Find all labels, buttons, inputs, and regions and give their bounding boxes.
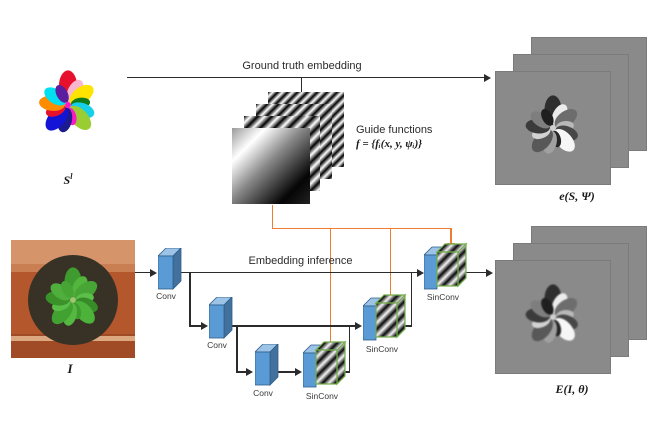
segmentation-image bbox=[39, 70, 95, 133]
inferred-embedding-layer-front bbox=[495, 260, 611, 374]
guide-connector-v2 bbox=[389, 227, 392, 296]
branch1-vertical bbox=[189, 272, 191, 326]
gt-embedding-label: e(S, Ψ) bbox=[559, 189, 595, 203]
arrowhead-icon bbox=[417, 268, 424, 277]
ground-truth-stack-tick bbox=[300, 78, 303, 92]
conv3-label: Conv bbox=[253, 388, 273, 398]
inferred-embedding-label: E(I, θ) bbox=[555, 382, 589, 396]
arrowhead-icon bbox=[201, 322, 208, 330]
sinconv-bottom-riser bbox=[348, 325, 351, 373]
guide-connector-drop bbox=[271, 205, 274, 229]
sinconv-block-bottom bbox=[303, 340, 347, 388]
conv2-output-line bbox=[232, 325, 356, 327]
guide-functions-formula: f = {fᵢ(x, y, ψᵢ)} bbox=[356, 138, 423, 150]
sinconv-top-label: SinConv bbox=[426, 292, 460, 302]
sinconv-middle-riser bbox=[410, 272, 413, 327]
arrowhead-icon bbox=[295, 368, 302, 376]
sinconv-bottom-label: SinConv bbox=[305, 391, 339, 401]
arrowhead-icon bbox=[355, 322, 362, 330]
embedding-inference-label: Embedding inference bbox=[248, 255, 353, 267]
guide-functions-title: Guide functions bbox=[356, 124, 433, 136]
branch1-horizontal bbox=[189, 325, 202, 327]
gt-embedding-layer-front bbox=[495, 71, 611, 185]
inferred-embedding-plant bbox=[525, 284, 578, 343]
guide-connector-bus bbox=[271, 227, 452, 230]
arrowhead-icon bbox=[486, 268, 493, 277]
ground-truth-arrowhead-icon bbox=[484, 73, 491, 82]
conv-block-2 bbox=[209, 297, 233, 339]
conv-block-3 bbox=[255, 344, 279, 386]
gt-embedding-plant bbox=[525, 95, 578, 154]
segmentation-label: Sl bbox=[63, 172, 73, 187]
ground-truth-arrow-line bbox=[127, 76, 485, 79]
guide-connector-v1 bbox=[329, 227, 332, 343]
branch2-vertical bbox=[236, 325, 238, 372]
sinconv-top-output bbox=[458, 271, 487, 274]
conv2-label: Conv bbox=[207, 340, 227, 350]
photo-to-conv1-line bbox=[135, 271, 152, 274]
branch2-horizontal bbox=[236, 371, 247, 373]
input-photo bbox=[11, 240, 135, 358]
conv-block-1 bbox=[158, 248, 182, 290]
guide-function-layer-front bbox=[232, 128, 310, 204]
guide-connector-v3 bbox=[450, 227, 452, 244]
conv3-output-line bbox=[278, 371, 296, 373]
main-inference-line bbox=[181, 271, 418, 274]
sinconv-block-top bbox=[424, 242, 468, 290]
input-photo-label: I bbox=[67, 361, 73, 376]
conv1-label: Conv bbox=[156, 291, 176, 301]
sinconv-middle-label: SinConv bbox=[365, 344, 399, 354]
ground-truth-label: Ground truth embedding bbox=[242, 60, 362, 72]
arrowhead-icon bbox=[150, 268, 157, 277]
arrowhead-icon bbox=[246, 368, 253, 376]
sinconv-block-middle bbox=[363, 293, 407, 341]
